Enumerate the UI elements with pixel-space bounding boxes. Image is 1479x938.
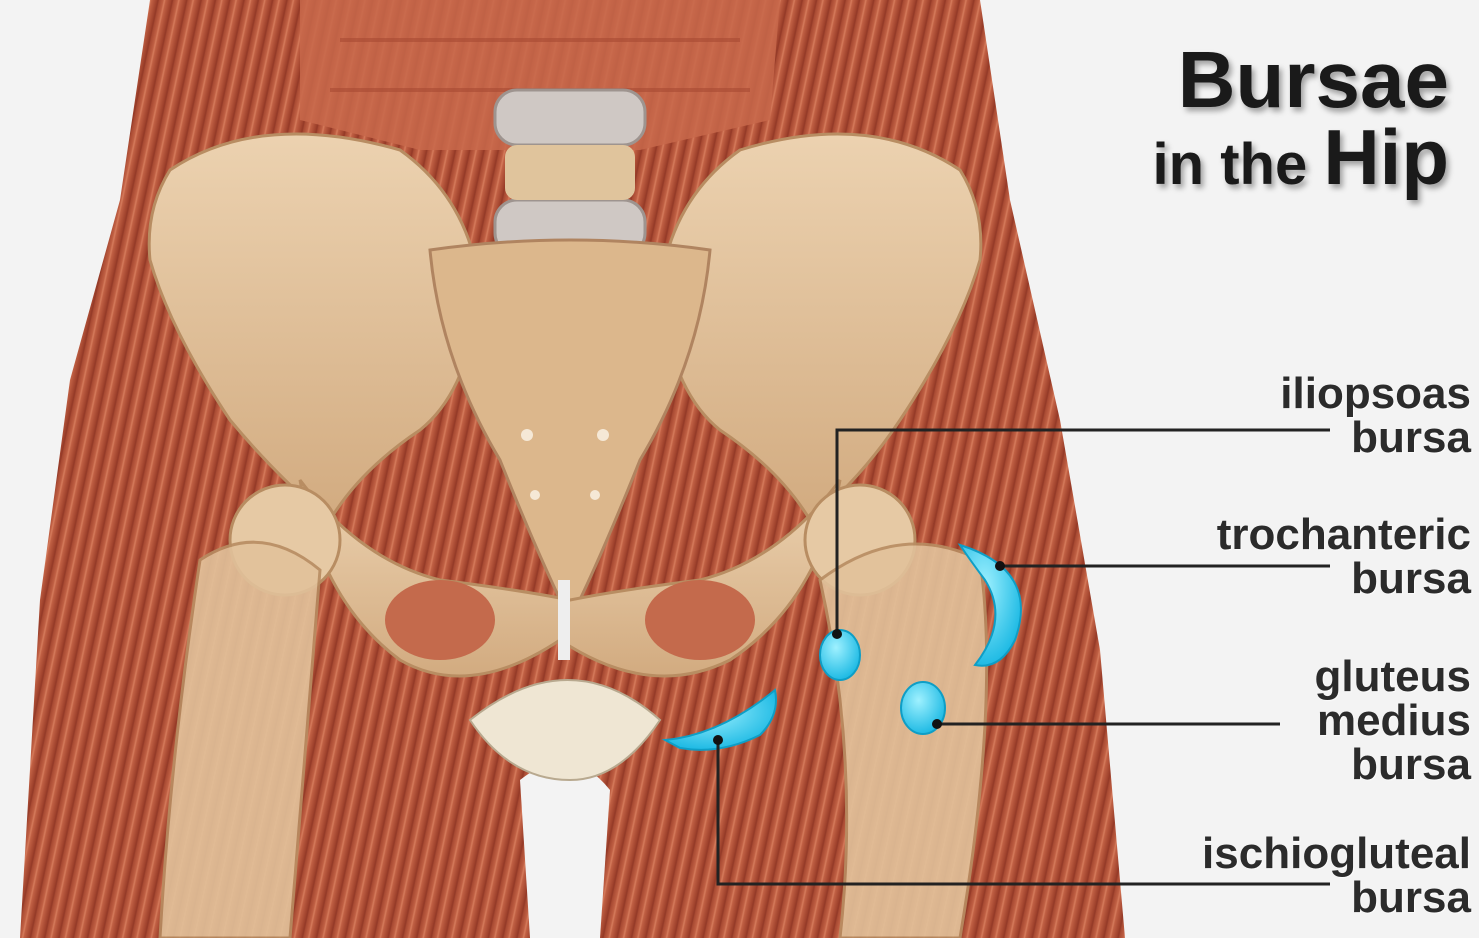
label-line: bursa	[1315, 743, 1471, 787]
right-femur	[820, 544, 987, 938]
label-line: bursa	[1280, 416, 1471, 460]
title-prefix: in the	[1153, 132, 1308, 197]
label-line: iliopsoas	[1280, 372, 1471, 416]
title-line-2: in the Hip	[1153, 118, 1449, 196]
label-line: ischiogluteal	[1202, 832, 1471, 876]
label-ischiogluteal-bursa: ischiogluteal bursa	[1202, 832, 1471, 920]
inner-thigh-gap	[520, 762, 610, 938]
title-line-1: Bursae	[1178, 40, 1449, 120]
title-emphasis: Hip	[1323, 113, 1449, 201]
label-line: medius	[1315, 699, 1471, 743]
label-line: trochanteric	[1217, 513, 1471, 557]
label-iliopsoas-bursa: iliopsoas bursa	[1280, 372, 1471, 460]
label-gluteus-medius-bursa: gluteus medius bursa	[1315, 655, 1471, 787]
label-line: bursa	[1217, 557, 1471, 601]
label-line: gluteus	[1315, 655, 1471, 699]
label-line: bursa	[1202, 876, 1471, 920]
label-trochanteric-bursa: trochanteric bursa	[1217, 513, 1471, 601]
